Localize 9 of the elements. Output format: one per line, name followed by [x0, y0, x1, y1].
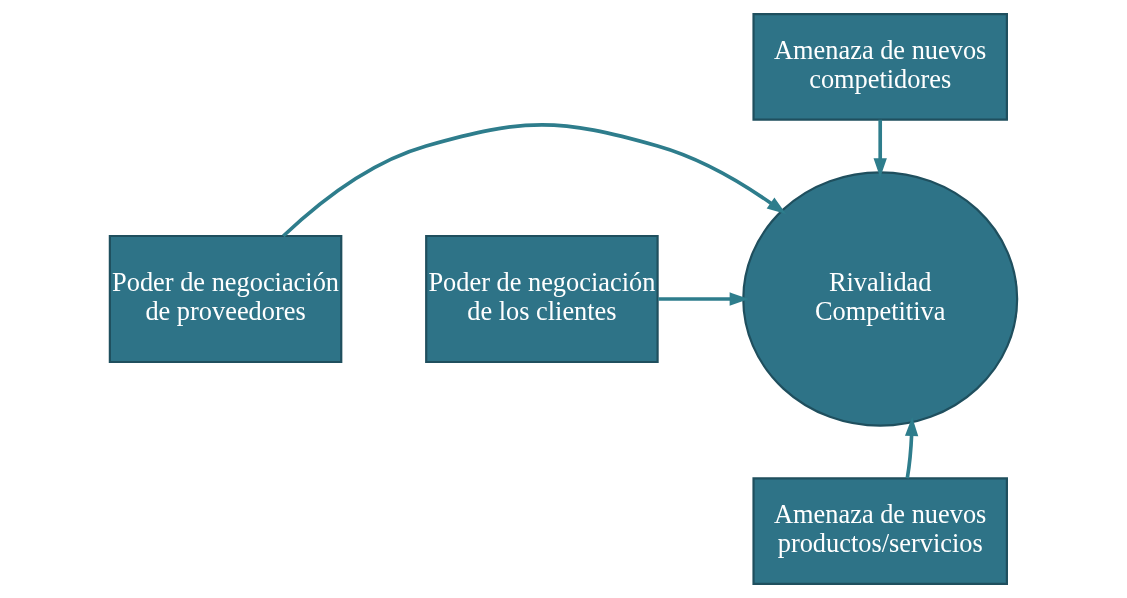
node-box: Amenaza de nuevos productos/servicios — [752, 477, 1008, 585]
arrow — [904, 416, 919, 479]
arrow — [873, 119, 887, 178]
node-box: Poder de negociación de proveedores — [108, 234, 343, 364]
node-box: Amenaza de nuevos competidores — [752, 13, 1008, 121]
node-box: Poder de negociación de los clientes — [425, 234, 659, 364]
arrow — [658, 292, 749, 306]
node-circle: Rivalidad Competitiva — [742, 171, 1019, 427]
arrow — [282, 123, 787, 238]
